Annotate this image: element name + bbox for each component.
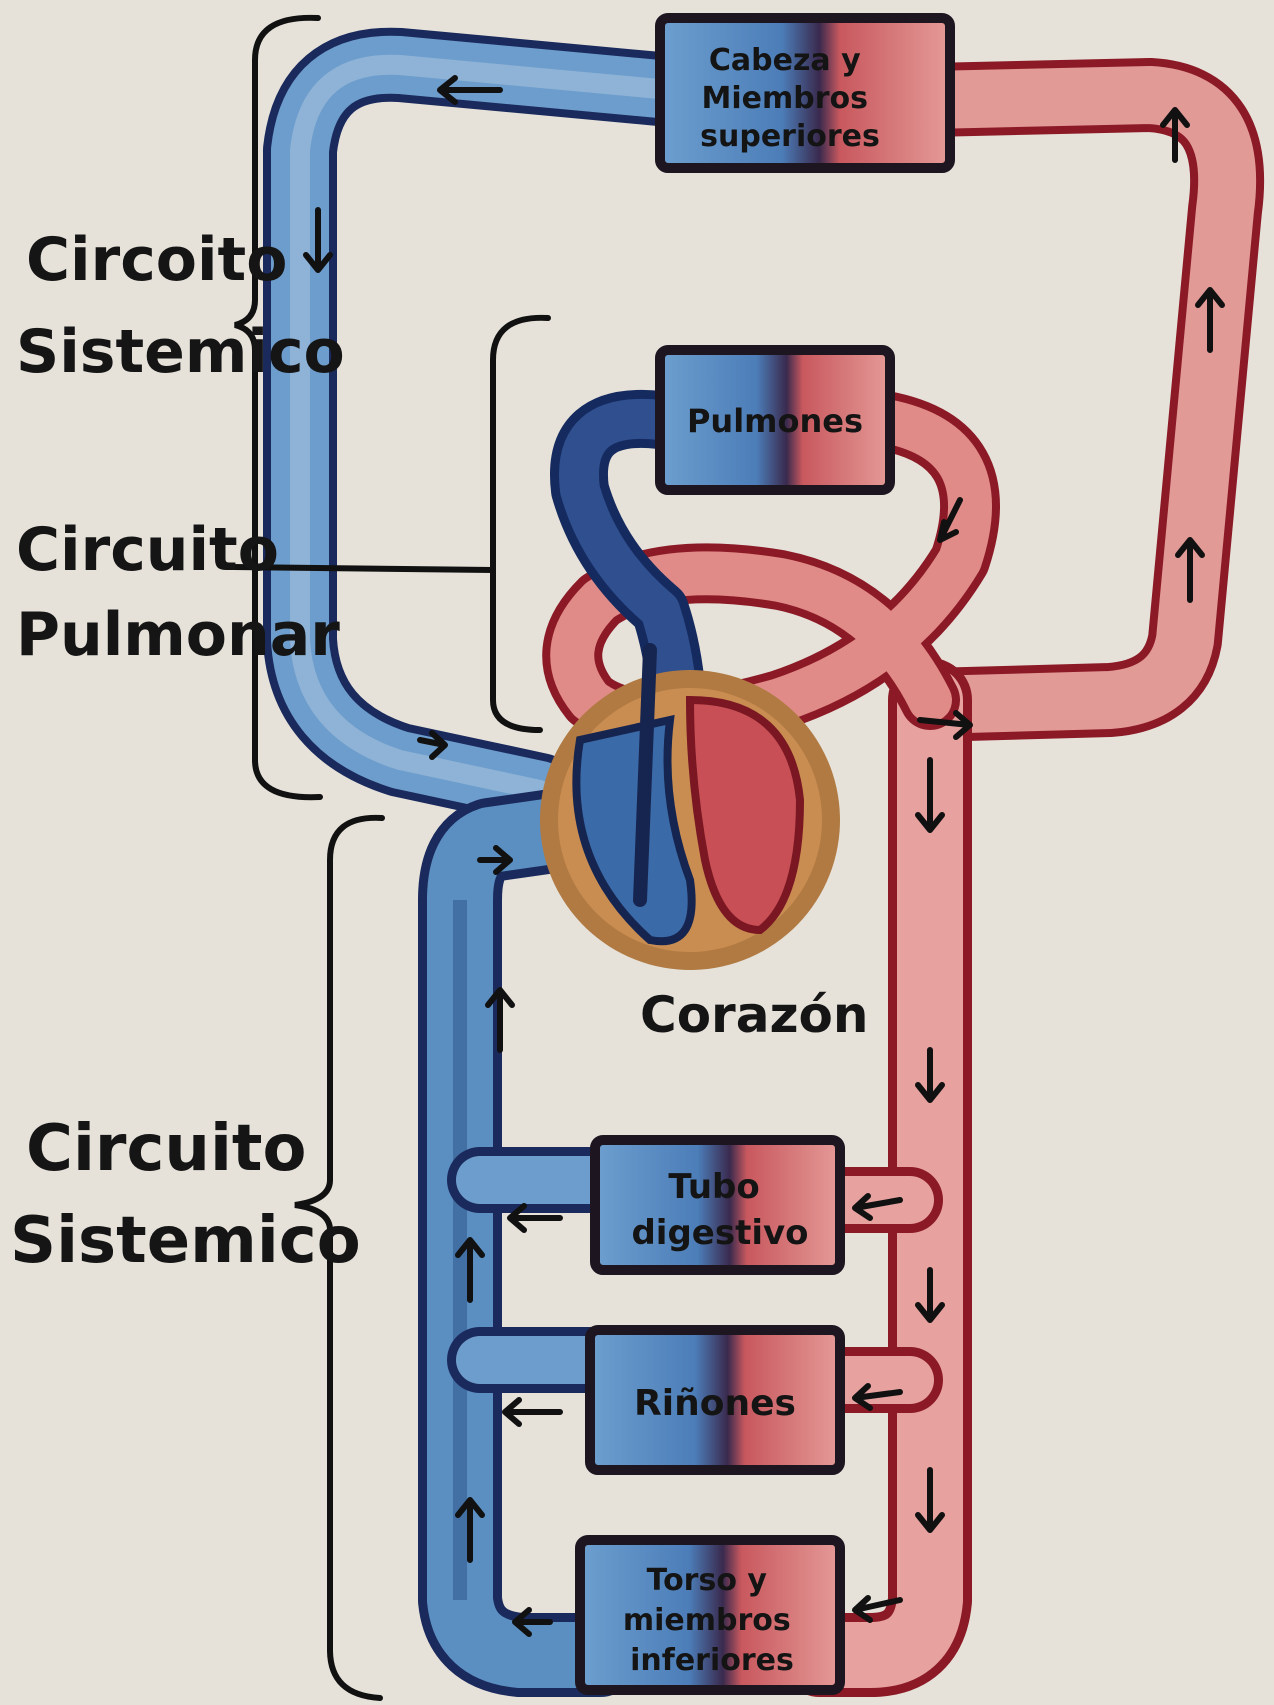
organ-lungs-label: Pulmones (687, 402, 863, 440)
upper-systemic-artery (930, 95, 1227, 705)
organ-lungs: Pulmones (660, 350, 890, 490)
bracket-pulmonary (493, 318, 548, 730)
lower-systemic-vein (460, 830, 610, 1655)
organ-kidneys: Riñones (590, 1330, 840, 1470)
organ-digestive: Tubo digestivo (595, 1140, 840, 1270)
label-heart: Corazón (640, 986, 869, 1044)
label-systemic-bottom: Circuito Sistemico (10, 1112, 361, 1278)
organ-trunk-label: Torso y miembros inferiores (623, 1563, 801, 1678)
arrow-out-kidneys (505, 1400, 560, 1424)
organ-trunk: Torso y miembros inferiores (580, 1540, 840, 1690)
organ-head-label: Cabeza y Miembros superiores (700, 43, 880, 154)
organ-kidneys-label: Riñones (634, 1383, 796, 1424)
organ-head: Cabeza y Miembros superiores (660, 18, 950, 168)
